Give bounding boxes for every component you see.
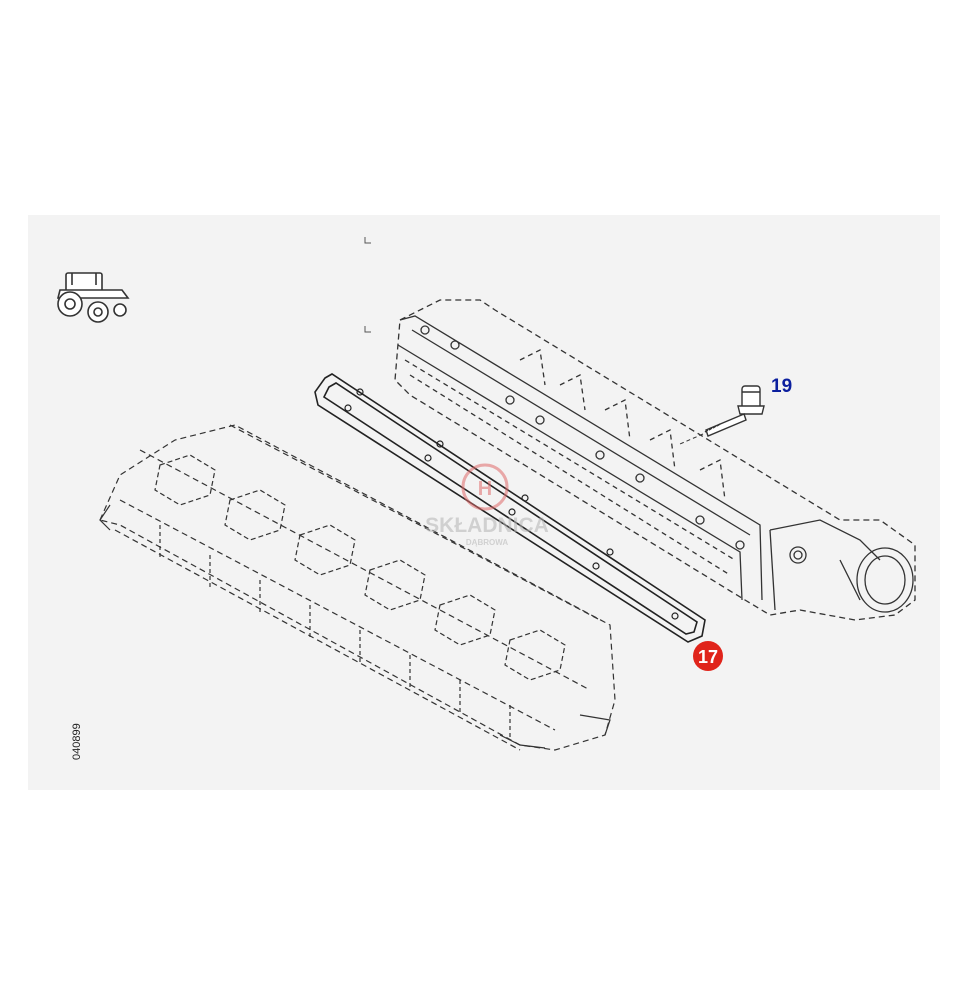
corner-mark-mid	[364, 326, 371, 333]
valve-cover	[394, 299, 916, 621]
tractor-icon	[56, 272, 130, 323]
watermark: H SKŁADNICA DĄBROWA	[425, 463, 549, 547]
cylinder-head	[99, 424, 616, 751]
watermark-brand: SKŁADNICA	[425, 514, 549, 537]
watermark-logo	[461, 463, 509, 511]
callout-19-label[interactable]: 19	[771, 376, 792, 397]
gasket-17	[314, 373, 706, 643]
corner-mark-top	[364, 237, 371, 244]
drawing-number: 040899	[71, 723, 83, 760]
callout-17-label: 17	[698, 647, 718, 667]
bolt-19	[704, 385, 765, 437]
watermark-logo-glyph: H	[478, 478, 492, 500]
callout-17-badge	[693, 641, 723, 671]
callout-17[interactable]: 17	[693, 641, 723, 671]
watermark-sub: DĄBROWA	[466, 538, 508, 547]
